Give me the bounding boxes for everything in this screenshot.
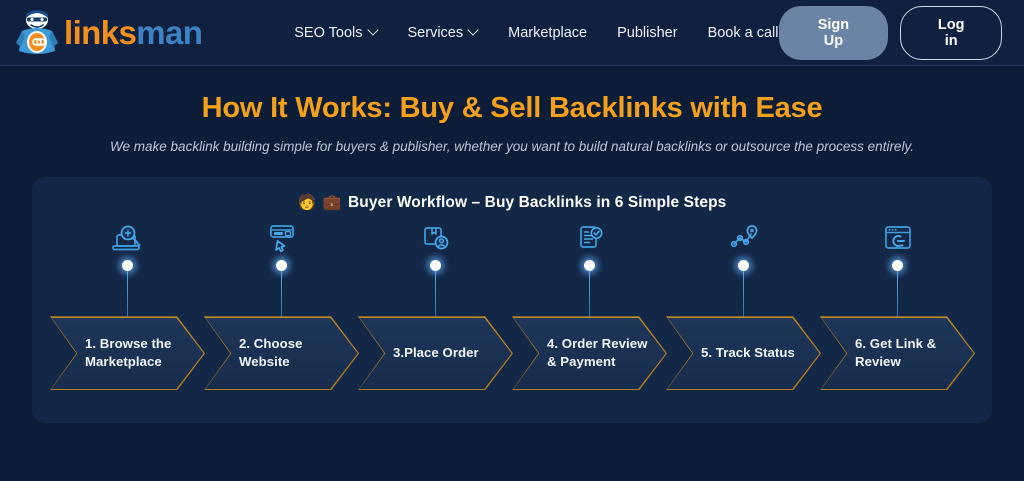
- connector-line: [126, 271, 129, 318]
- connector-dot: [738, 260, 749, 272]
- step-label: 5. Track Status: [701, 344, 795, 360]
- nav-label: SEO Tools: [294, 24, 363, 41]
- step-connector: [358, 260, 513, 318]
- connector-line: [742, 271, 745, 318]
- nav-item-publisher[interactable]: Publisher: [617, 25, 677, 41]
- step-chevron[interactable]: 2. Choose Website: [204, 316, 359, 391]
- connector-line: [896, 271, 899, 318]
- step-label: 3.Place Order: [393, 344, 479, 360]
- step-chevron[interactable]: 4. Order Review & Payment: [512, 316, 667, 391]
- document-check-icon: [512, 218, 667, 254]
- workflow-heading-text: Buyer Workflow – Buy Backlinks in 6 Simp…: [348, 194, 727, 212]
- step-chevron[interactable]: 3.Place Order: [358, 316, 513, 391]
- buyer-workflow-panel: 🧑 💼 Buyer Workflow – Buy Backlinks in 6 …: [32, 177, 992, 424]
- person-emoji-icon: 🧑: [297, 194, 317, 212]
- auth-buttons: Sign Up Log in: [778, 5, 1002, 60]
- connector-dot: [430, 260, 441, 272]
- nav-label: Services: [407, 24, 464, 41]
- brand-logo[interactable]: linksman: [14, 9, 203, 57]
- package-order-icon: [358, 218, 513, 254]
- route-pin-icon: [666, 218, 821, 254]
- briefcase-emoji-icon: 💼: [322, 194, 342, 212]
- page-body: How It Works: Buy & Sell Backlinks with …: [0, 66, 1024, 424]
- step-chevron[interactable]: 5. Track Status: [666, 316, 821, 391]
- step-label: 1. Browse the Marketplace: [85, 335, 172, 370]
- page-title: How It Works: Buy & Sell Backlinks with …: [201, 92, 823, 124]
- connector-dot: [122, 260, 133, 272]
- workflow-step-2[interactable]: 2. Choose Website: [204, 218, 359, 391]
- connector-line: [434, 271, 437, 318]
- chevron-down-icon: [469, 26, 478, 35]
- workflow-step-5[interactable]: 5. Track Status: [666, 218, 821, 391]
- mascot-superhero-icon: [14, 9, 60, 57]
- step-label: 4. Order Review & Payment: [547, 335, 648, 370]
- workflow-step-6[interactable]: 6. Get Link & Review: [820, 218, 975, 391]
- nav-item-seo-tools[interactable]: SEO Tools: [294, 25, 377, 41]
- browser-link-icon: [820, 218, 975, 254]
- workflow-step-4[interactable]: 4. Order Review & Payment: [512, 218, 667, 391]
- step-connector: [50, 260, 205, 318]
- step-connector: [204, 260, 359, 318]
- log-in-button[interactable]: Log in: [900, 5, 1002, 60]
- step-label: 6. Get Link & Review: [855, 335, 937, 370]
- browser-cursor-icon: [204, 218, 359, 254]
- nav-label: Book a call: [707, 24, 779, 41]
- brand-word-part1: links: [64, 14, 137, 51]
- workflow-steps: 1. Browse the Marketplace: [32, 218, 992, 404]
- step-connector: [666, 260, 821, 318]
- brand-word-part2: man: [136, 14, 203, 51]
- sign-up-button[interactable]: Sign Up: [778, 5, 889, 60]
- nav-label: Marketplace: [508, 24, 588, 41]
- connector-dot: [584, 260, 595, 272]
- step-connector: [512, 260, 667, 318]
- nav-item-services[interactable]: Services: [408, 25, 479, 41]
- step-chevron[interactable]: 1. Browse the Marketplace: [50, 316, 205, 391]
- connector-line: [280, 271, 283, 318]
- connector-line: [588, 271, 591, 318]
- page-subtitle: We make backlink building simple for buy…: [110, 139, 914, 155]
- workflow-heading: 🧑 💼 Buyer Workflow – Buy Backlinks in 6 …: [32, 177, 992, 212]
- connector-dot: [892, 260, 903, 272]
- site-header: linksman SEO Tools Services Marketplace …: [0, 0, 1024, 66]
- laptop-search-icon: [50, 218, 205, 254]
- connector-dot: [276, 260, 287, 272]
- workflow-step-3[interactable]: 3.Place Order: [358, 218, 513, 391]
- nav-item-book-a-call[interactable]: Book a call: [708, 25, 779, 41]
- nav-label: Publisher: [617, 24, 678, 41]
- workflow-step-1[interactable]: 1. Browse the Marketplace: [50, 218, 205, 391]
- chevron-down-icon: [369, 26, 378, 35]
- brand-wordmark: linksman: [64, 14, 203, 51]
- step-label: 2. Choose Website: [239, 335, 303, 370]
- main-navigation: SEO Tools Services Marketplace Publisher…: [294, 25, 778, 41]
- step-chevron[interactable]: 6. Get Link & Review: [820, 316, 975, 391]
- nav-item-marketplace[interactable]: Marketplace: [508, 25, 587, 41]
- step-connector: [820, 260, 975, 318]
